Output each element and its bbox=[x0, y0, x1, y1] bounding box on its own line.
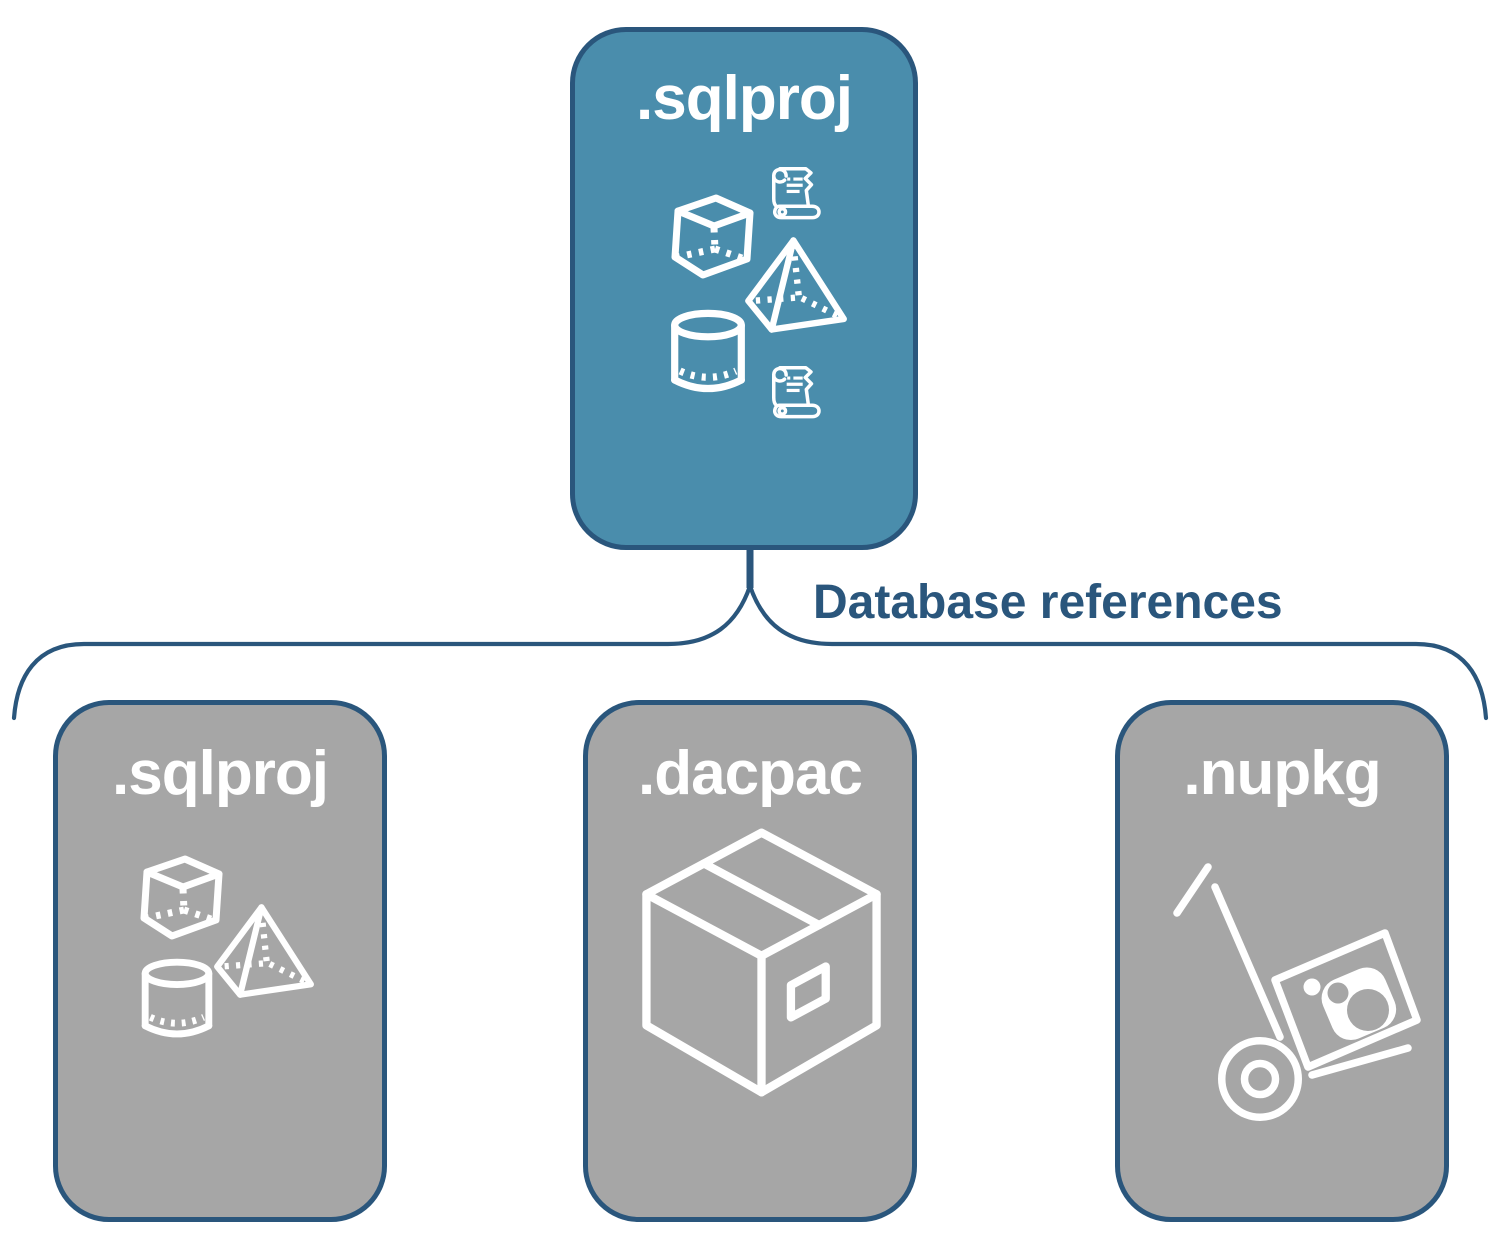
scroll-icon bbox=[765, 361, 829, 423]
card-dacpac-reference: .dacpac bbox=[583, 700, 917, 1222]
cylinder-icon bbox=[667, 308, 749, 398]
card-nupkg-reference-title: .nupkg bbox=[1183, 739, 1381, 808]
database-references-label: Database references bbox=[813, 576, 1283, 629]
card-sqlproj-reference: .sqlproj bbox=[53, 700, 387, 1222]
card-sqlproj-reference-title: .sqlproj bbox=[112, 739, 329, 808]
card-sqlproj-main: .sqlproj bbox=[570, 27, 918, 550]
scroll-icon bbox=[765, 162, 829, 224]
pyramid-icon bbox=[208, 899, 318, 1003]
card-sqlproj-main-title: .sqlproj bbox=[636, 64, 853, 133]
cylinder-icon bbox=[138, 957, 216, 1043]
card-nupkg-reference: .nupkg bbox=[1115, 700, 1449, 1222]
pyramid-icon bbox=[739, 232, 851, 338]
package-box-icon bbox=[623, 822, 900, 1111]
nuget-hand-truck-icon bbox=[1168, 850, 1423, 1125]
card-dacpac-reference-title: .dacpac bbox=[638, 739, 863, 808]
